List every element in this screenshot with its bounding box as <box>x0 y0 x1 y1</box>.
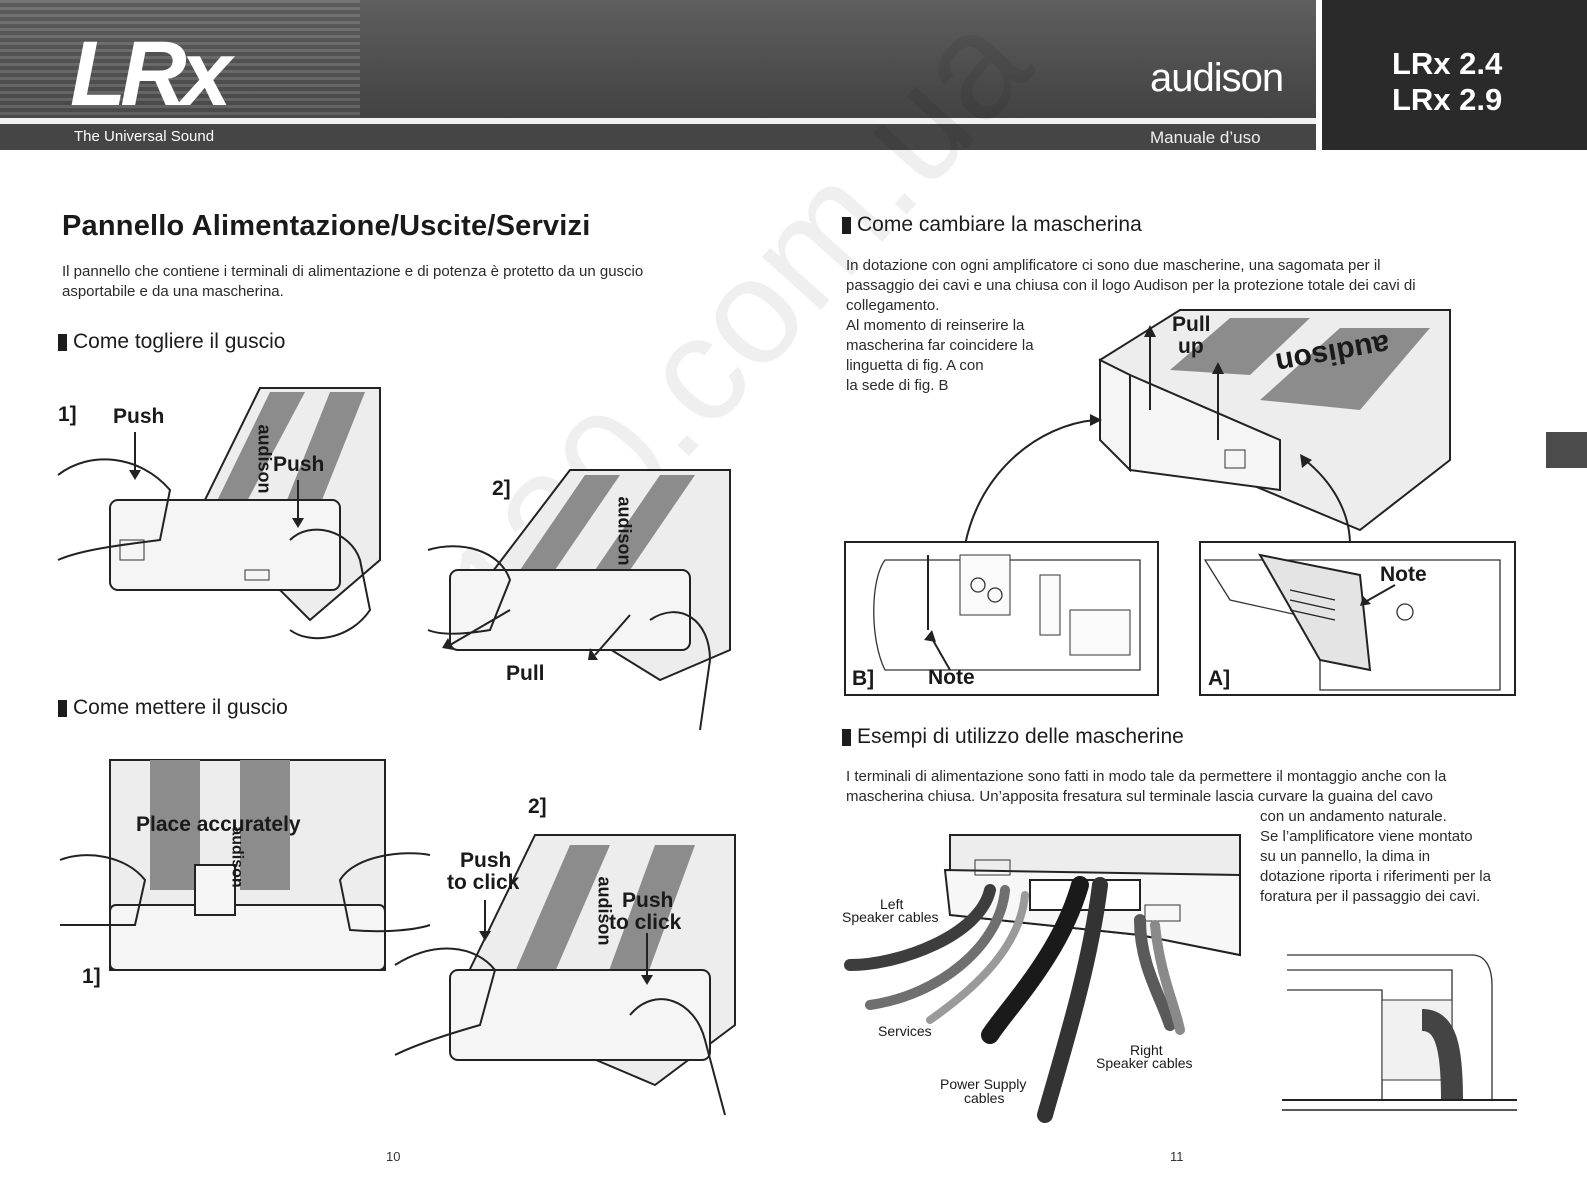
step-2-label: 2] <box>492 477 511 500</box>
header-stripe <box>0 118 1316 124</box>
section-marker <box>842 728 851 746</box>
inset-a-detail <box>1203 553 1501 691</box>
section-examples-heading: Esempi di utilizzo delle mascherine <box>842 725 1184 749</box>
remove-cover-illustration <box>57 387 731 731</box>
pull-up-label-1: Pull <box>1172 313 1211 336</box>
thumb-tab <box>1546 432 1587 468</box>
inset-b-note: Note <box>928 666 975 689</box>
section-insert-heading: Come mettere il guscio <box>58 696 288 720</box>
cable-routing-illustration <box>844 834 1241 1123</box>
examples-text-line-5: su un pannello, la dima in <box>1260 848 1431 865</box>
page-number-left: 10 <box>386 1149 401 1164</box>
mask-text-line-3: collegamento. <box>846 297 940 314</box>
intro-line-2: asportabile e da una mascherina. <box>62 283 284 300</box>
push-label-right: Push <box>273 453 325 476</box>
page-number-right: 11 <box>1170 1149 1184 1164</box>
header-heatsink-texture <box>0 0 360 118</box>
power-supply-label-2: cables <box>964 1090 1005 1106</box>
section-insert-title: Come mettere il guscio <box>73 696 288 719</box>
intro-line-1: Il pannello che contiene i terminali di … <box>62 263 644 280</box>
mask-text-line-4: Al momento di reinserire la <box>846 317 1025 334</box>
left-speaker-label-1: Left <box>880 896 904 912</box>
brand-name: audison <box>1150 56 1284 100</box>
insert-step-1-label: 1] <box>82 965 101 988</box>
tagline: The Universal Sound <box>74 128 215 145</box>
amplifier-insert-angle <box>394 834 736 1116</box>
examples-text-line-3: con un andamento naturale. <box>1260 808 1447 825</box>
examples-text-line-4: Se l’amplificatore viene montato <box>1260 828 1473 845</box>
page-header: LRx The Universal Sound audison Manuale … <box>0 0 1587 150</box>
section-mask-heading: Come cambiare la mascherina <box>842 213 1142 237</box>
mask-text-line-5: mascherina far coincidere la <box>846 337 1034 354</box>
inset-b-detail <box>873 554 1141 671</box>
page-title: Pannello Alimentazione/Uscite/Servizi <box>62 210 591 242</box>
header-subband <box>0 124 1316 150</box>
section-examples-title: Esempi di utilizzo delle mascherine <box>857 725 1184 748</box>
push-label-left: Push <box>113 405 165 428</box>
amplifier-insert-front <box>59 759 431 971</box>
amp-brand-print-2: audison <box>614 496 635 566</box>
amp-brand-print-3: audison <box>228 826 246 888</box>
place-accurately-label: Place accurately <box>136 813 301 836</box>
manual-label: Manuale d’uso <box>1150 128 1261 147</box>
change-mask-illustration <box>844 309 1516 696</box>
header-model-block <box>1322 0 1587 150</box>
panel-mount-section-illustration <box>1282 954 1517 1111</box>
amplifier-step1 <box>57 387 381 640</box>
inset-a-label: A] <box>1208 667 1231 690</box>
examples-text-line-2: mascherina chiusa. Un’apposita fresatura… <box>846 788 1433 805</box>
section-remove-heading: Come togliere il guscio <box>58 330 285 354</box>
left-speaker-label-2: Speaker cables <box>842 909 939 925</box>
mask-text-line-2: passaggio dei cavi e una chiusa con il l… <box>846 277 1416 294</box>
examples-text-line-6: dotazione riporta i riferimenti per la <box>1260 868 1491 885</box>
inset-a-note: Note <box>1380 563 1427 586</box>
section-marker <box>842 216 851 234</box>
mask-text-line-7: la sede di fig. B <box>846 377 949 394</box>
section-marker <box>58 333 67 351</box>
right-speaker-label-1: Right <box>1130 1042 1163 1058</box>
amplifier-mask-main <box>1098 309 1451 532</box>
lrx-logo: LRx <box>70 23 232 125</box>
section-marker <box>58 699 67 717</box>
insert-cover-illustration <box>59 759 736 1116</box>
push-to-click-left-1: Push <box>460 849 512 872</box>
push-to-click-right-1: Push <box>622 889 674 912</box>
right-speaker-label-2: Speaker cables <box>1096 1055 1193 1071</box>
amplifier-step2 <box>427 469 731 731</box>
insert-step-2-label: 2] <box>528 795 547 818</box>
section-remove-title: Come togliere il guscio <box>73 330 286 353</box>
step-1-label: 1] <box>58 403 77 426</box>
mask-text-line-1: In dotazione con ogni amplificatore ci s… <box>846 257 1381 274</box>
amp-brand-print-4: audison <box>594 876 615 946</box>
model-name-2: LRx 2.9 <box>1392 82 1503 117</box>
pull-label: Pull <box>506 662 545 685</box>
push-to-click-left-2: to click <box>447 871 520 894</box>
pull-up-label-2: up <box>1178 335 1204 358</box>
power-supply-label-1: Power Supply <box>940 1076 1027 1092</box>
services-label: Services <box>878 1023 932 1039</box>
inset-b-label: B] <box>852 667 875 690</box>
model-name-1: LRx 2.4 <box>1392 46 1503 81</box>
mask-text-line-6: linguetta di fig. A con <box>846 357 984 374</box>
amp-brand-print-1: audison <box>254 424 275 494</box>
examples-text-line-1: I terminali di alimentazione sono fatti … <box>846 768 1447 785</box>
section-mask-title: Come cambiare la mascherina <box>857 213 1142 236</box>
push-to-click-right-2: to click <box>609 911 682 934</box>
examples-text-line-7: foratura per il passaggio dei cavi. <box>1260 888 1481 905</box>
